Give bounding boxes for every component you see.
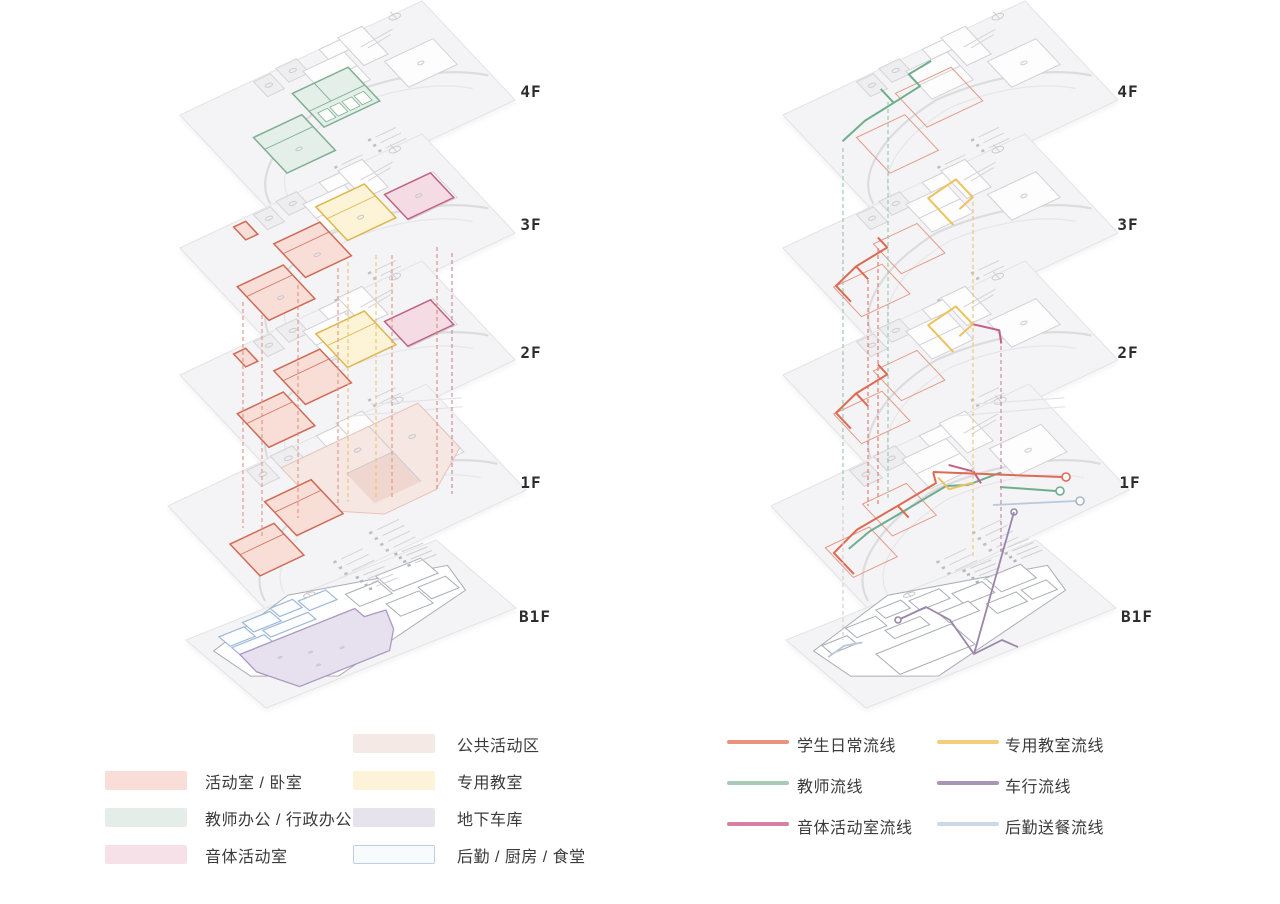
legend-line-teacher	[727, 781, 789, 785]
legend-swatch-kitchen-canteen	[353, 845, 435, 864]
floor-label-right-2f: 2F	[1117, 343, 1138, 362]
legend-row: 音体活动室 后勤 / 厨房 / 食堂	[105, 845, 665, 871]
floor-label-left-b1f: B1F	[519, 607, 551, 626]
legend-swatch-music-pe-room	[105, 845, 187, 864]
right-stack-projection-lines	[842, 102, 1002, 640]
legend-row: 教师流线 车行流线	[727, 775, 1197, 801]
legend-swatch-special-classroom	[353, 771, 435, 790]
legend-row: 学生日常流线 专用教室流线	[727, 734, 1197, 760]
floor-plate-left-1f: 1F	[0, 372, 546, 614]
legend-label-vehicle-route: 车行流线	[1005, 779, 1072, 796]
legend-swatch-activity-bedroom	[105, 771, 187, 790]
left-stack: 4F 3F	[0, 0, 551, 708]
legend-line-special-classroom	[937, 740, 999, 744]
left-stack-projection-lines	[242, 247, 453, 538]
legend-label-underground-garage: 地下车库	[457, 812, 524, 829]
circulation-legend: 学生日常流线 专用教室流线 教师流线 车行流线 音体活动室流线 后勤送餐流线	[727, 728, 1197, 848]
legend-label-music-pe-route: 音体活动室流线	[797, 820, 913, 837]
floor-plate-left-4f: 4F	[180, 0, 542, 216]
right-stack: 4F 3F	[771, 0, 1153, 708]
legend-label-teacher-admin-office: 教师办公 / 行政办公	[205, 812, 352, 829]
legend-swatch-teacher-admin-office	[105, 808, 187, 827]
legend-swatch-public-activity-zone	[353, 734, 435, 753]
floor-label-right-3f: 3F	[1117, 215, 1138, 234]
legend-row: 活动室 / 卧室 专用教室	[105, 771, 665, 797]
floor-label-right-4f: 4F	[1117, 82, 1138, 101]
legend-swatch-underground-garage	[353, 808, 435, 827]
floor-plate-right-b1f: B1F	[786, 539, 1153, 708]
floor-label-right-b1f: B1F	[1121, 607, 1153, 626]
program-legend: 公共活动区 活动室 / 卧室 专用教室 教师办公 / 行政办公 地下车库 音体活…	[105, 728, 665, 878]
floor-label-left-4f: 4F	[520, 82, 541, 101]
legend-row: 音体活动室流线 后勤送餐流线	[727, 816, 1197, 842]
legend-line-vehicle	[937, 781, 999, 785]
legend-line-student-daily	[727, 740, 789, 744]
floor-plate-left-3f: 3F	[0, 132, 542, 349]
legend-label-activity-bedroom: 活动室 / 卧室	[205, 775, 303, 792]
floor-label-left-1f: 1F	[520, 473, 541, 492]
legend-row: 教师办公 / 行政办公 地下车库	[105, 808, 665, 834]
floor-label-right-1f: 1F	[1119, 473, 1140, 492]
floor-label-left-3f: 3F	[520, 215, 541, 234]
legend-label-logistics-meal-route: 后勤送餐流线	[1005, 820, 1105, 837]
legend-label-music-pe-room: 音体活动室	[205, 849, 288, 866]
vehicle-route	[894, 511, 1019, 655]
legend-label-special-classroom: 专用教室	[457, 775, 524, 792]
floor-label-left-2f: 2F	[520, 343, 541, 362]
legend-label-student-daily: 学生日常流线	[797, 738, 897, 755]
legend-row: 公共活动区	[105, 734, 665, 760]
legend-line-logistics-meal	[937, 822, 999, 826]
floor-plate-left-2f: 2F	[0, 259, 542, 476]
floor-plate-right-2f: 2F	[783, 259, 1139, 476]
legend-line-music-pe	[727, 822, 789, 826]
legend-label-kitchen-canteen: 后勤 / 厨房 / 食堂	[457, 849, 586, 866]
floor-plate-left-b1f: B1F	[186, 540, 551, 708]
legend-label-teacher-route: 教师流线	[797, 779, 864, 796]
legend-label-special-classroom-route: 专用教室流线	[1005, 738, 1105, 755]
legend-label-public-activity-zone: 公共活动区	[457, 738, 540, 755]
floor-plate-right-4f: 4F	[783, 0, 1139, 216]
